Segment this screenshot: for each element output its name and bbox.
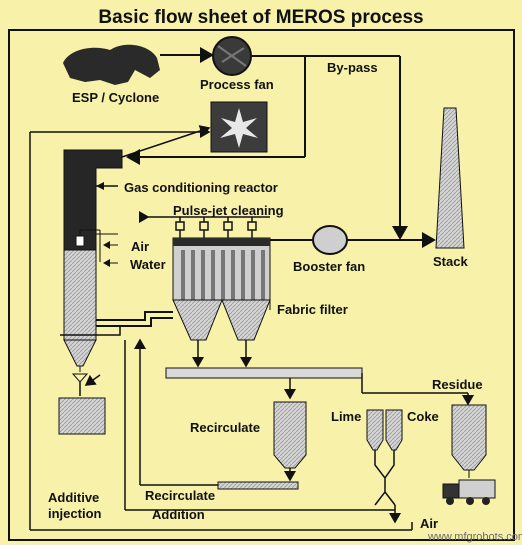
screw-conveyor — [217, 481, 299, 490]
booster-fan-label: Booster fan — [293, 259, 366, 274]
residue-silo — [451, 404, 487, 471]
reactor-lower-section — [63, 249, 97, 341]
recirculate-silo — [273, 401, 307, 469]
lime-silo — [366, 409, 384, 451]
coke-silo — [385, 409, 403, 451]
recirculate-silo-label: Recirculate — [190, 420, 261, 435]
esp-cyclone-unit — [63, 44, 160, 85]
diagram-frame — [8, 29, 515, 541]
diagram-title: Basic flow sheet of MEROS process — [98, 7, 424, 28]
truck-cab — [442, 483, 460, 499]
additive-injection-unit — [58, 397, 106, 435]
water-label: Water — [130, 257, 166, 272]
fabric-filter-label: Fabric filter — [277, 302, 348, 317]
process-fan-label: Process fan — [200, 77, 274, 92]
truck-body — [458, 479, 496, 499]
additive-injection-label-2: injection — [48, 506, 102, 521]
esp-cyclone-label: ESP / Cyclone — [72, 90, 160, 105]
pulse-jet-cleaning-label: Pulse-jet cleaning — [173, 203, 284, 218]
air-label-bottom: Air — [420, 516, 439, 531]
additive-injection-label-1: Additive — [48, 490, 100, 505]
booster-fan — [312, 225, 348, 255]
air-label-top: Air — [131, 239, 150, 254]
stack-label: Stack — [433, 254, 468, 269]
recirculate-addition-label-1: Recirculate — [145, 488, 216, 503]
coke-label: Coke — [407, 409, 439, 424]
lime-label: Lime — [331, 409, 362, 424]
residue-label: Residue — [432, 377, 483, 392]
stack — [435, 107, 465, 249]
watermark: www.mfgrobots.com — [428, 531, 522, 543]
gas-conditioning-reactor-label: Gas conditioning reactor — [124, 180, 278, 195]
recirculate-addition-label-2: Addition — [152, 507, 205, 522]
residue-conveyor — [165, 367, 363, 379]
by-pass-label: By-pass — [327, 60, 378, 75]
gas-conditioning-reactor — [63, 149, 123, 251]
